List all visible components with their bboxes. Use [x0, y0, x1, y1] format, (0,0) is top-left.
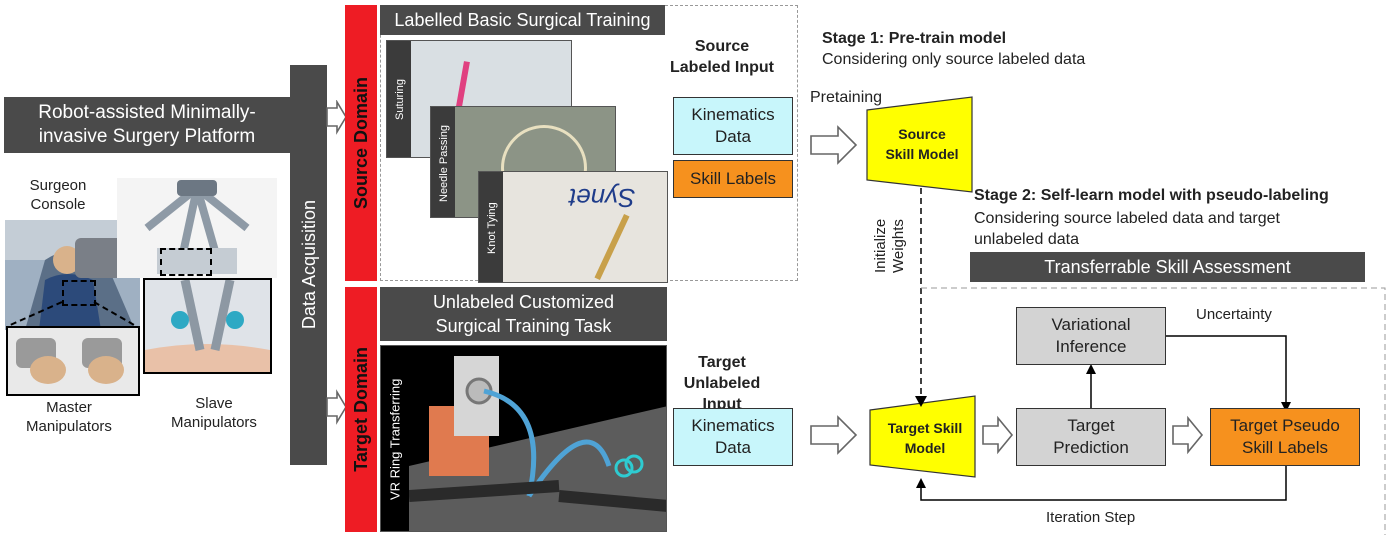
surgeon-console-label: Surgeon Console [29, 177, 87, 213]
variational-inference-box: Variational Inference [1016, 307, 1166, 365]
uncertainty-label: Uncertainty [1196, 306, 1272, 323]
source-domain-bar: Source Domain [345, 5, 377, 281]
iteration-label: Iteration Step [1046, 509, 1136, 526]
arrow-prediction-to-pseudo [1172, 415, 1204, 455]
source-input-title: Source Labeled Input [670, 38, 774, 76]
master-manipulators-label: Master Manipulators [26, 399, 112, 435]
transferrable-banner: Transferrable Skill Assessment [970, 252, 1365, 282]
stage1-desc: Considering only source labeled data [822, 51, 1086, 68]
slave-robot-image [117, 178, 277, 278]
init-weights-label: Initialize Weights [872, 218, 907, 274]
master-manipulators-image [6, 326, 140, 396]
stage2-desc: Considering source labeled data and targ… [974, 210, 1280, 248]
uncertainty-path [1166, 335, 1287, 404]
target-header: Unlabeled Customized Surgical Training T… [380, 287, 667, 341]
source-kinematics-box: Kinematics Data [673, 97, 793, 155]
arrow-model-to-prediction [982, 415, 1014, 455]
target-kinematics-box: Kinematics Data [673, 408, 793, 466]
zoom-box-console [62, 280, 96, 306]
iteration-path [920, 466, 1287, 501]
target-domain-bar: Target Domain [345, 287, 377, 532]
vr-scene-illustration [409, 356, 666, 531]
stage2-title: Stage 2: Self-learn model with pseudo-la… [974, 187, 1329, 204]
arrow-to-target [326, 389, 347, 425]
target-skill-model-shape [869, 395, 976, 478]
stage2-dashed-frame [921, 287, 1386, 535]
slave-manipulators-label: Slave Manipulators [171, 395, 257, 431]
pretraining-label: Pretaining [810, 89, 883, 106]
stage1-title: Stage 1: Pre-train model [822, 30, 1007, 47]
arrow-target-to-model [810, 415, 858, 455]
source-skill-model-label: Source Skill Model [885, 126, 959, 162]
target-pseudo-labels-box: Target Pseudo Skill Labels [1210, 408, 1360, 466]
vr-ring-photo: VR Ring Transferring [380, 345, 667, 532]
platform-title: Robot-assisted Minimally-invasive Surger… [4, 97, 290, 153]
source-skill-labels-box: Skill Labels [673, 160, 793, 198]
target-prediction-box: Target Prediction [1016, 408, 1166, 466]
zoom-box-slave [160, 248, 212, 276]
slave-manipulators-image [143, 278, 272, 374]
source-skill-model-shape [866, 96, 973, 193]
knot-tying-photo: Synet Knot Tying [478, 171, 668, 283]
data-acquisition-bar: Data Acquisition [290, 65, 327, 465]
target-skill-model-label: Target Skill Model [887, 420, 963, 456]
arrow-to-source [326, 100, 347, 135]
arrows-to-domains [326, 100, 347, 425]
surgeon-console-image [5, 220, 140, 330]
arrow-source-to-model [810, 125, 858, 165]
source-header: Labelled Basic Surgical Training [380, 5, 665, 35]
